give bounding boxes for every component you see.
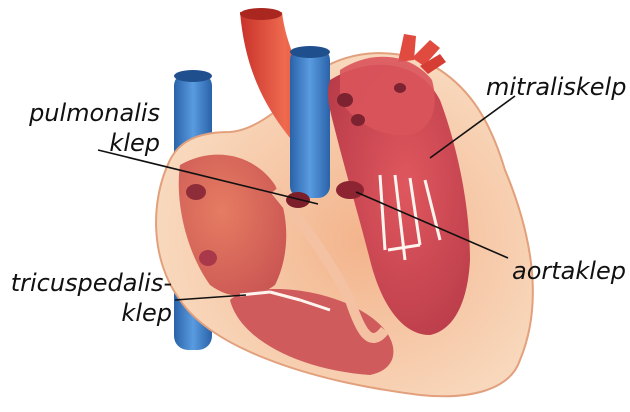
aortic-valve — [336, 181, 364, 199]
aorta-opening — [240, 8, 282, 20]
label-aorta: aortaklep — [512, 256, 626, 286]
label-tricuspedalis-line1: tricuspedalis- — [0, 268, 172, 298]
label-tricuspedalis: tricuspedalis- klep — [0, 268, 172, 328]
superior-vena-cava — [290, 48, 330, 198]
label-pulmonalis-line2: klep — [8, 128, 160, 158]
pulmonary-valve — [286, 192, 310, 208]
label-pulmonalis-line1: pulmonalis — [8, 98, 160, 128]
vena-cava-opening — [174, 70, 212, 82]
label-mitralis: mitraliskelp — [486, 72, 626, 102]
label-tricuspedalis-line2: klep — [0, 298, 172, 328]
label-pulmonalis: pulmonalis klep — [8, 98, 160, 158]
